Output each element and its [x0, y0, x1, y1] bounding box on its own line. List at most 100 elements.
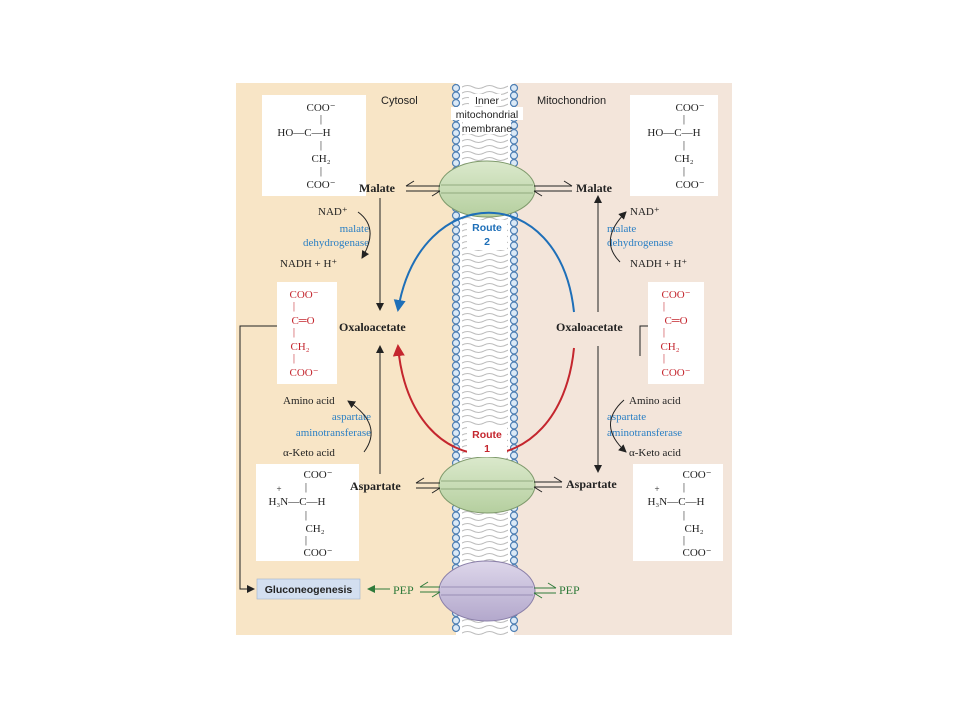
phospholipid-head [451, 301, 461, 310]
phospholipid-head [451, 353, 461, 363]
route-2-arc [393, 211, 575, 313]
phospholipid-head [451, 308, 461, 318]
phospholipid-head [451, 436, 461, 445]
amino-acid-label-mitochondrion: Amino acid [629, 395, 681, 407]
malate-dehydrogenase-label-mitochondrion-line2: dehydrogenase [607, 237, 673, 249]
phospholipid-head [451, 136, 461, 145]
phospholipid-head [509, 391, 519, 400]
svg-text:|: | [683, 534, 685, 546]
phospholipid-head [509, 293, 519, 303]
svg-text:H₃N—C—H: H₃N—C—H [647, 496, 704, 508]
cytosol-label: Cytosol [381, 95, 418, 107]
phospholipid-head [509, 526, 519, 535]
phospholipid-head [451, 541, 461, 550]
aspartate-label-mitochondrion: Aspartate [566, 477, 617, 491]
phospholipid-head [451, 511, 461, 520]
keto-acid-label-mitochondrion: α-Keto acid [629, 447, 681, 459]
phospholipid-head [451, 248, 461, 258]
amino-acid-curve-arrow-cytosol [347, 400, 372, 453]
malate-transporter [438, 160, 536, 218]
phospholipid-head [451, 278, 461, 288]
svg-text:CH₂: CH₂ [684, 523, 703, 535]
amino-acid-curve-arrow-mitochondrion [610, 399, 627, 453]
svg-text:COO⁻: COO⁻ [682, 469, 711, 481]
svg-text:+: + [654, 484, 659, 494]
aspartate-exchange-arrows [415, 476, 563, 494]
phospholipid-head [451, 98, 461, 108]
phospholipid-head [509, 218, 519, 228]
phospholipid-head [451, 316, 461, 325]
phospholipid-head [509, 83, 519, 93]
svg-text:|: | [320, 165, 322, 177]
phospholipid-head [509, 286, 519, 295]
svg-text:|: | [663, 300, 665, 312]
nad-label-cytosol: NAD⁺ [318, 206, 348, 218]
svg-text:|: | [293, 352, 295, 364]
phospholipid-head [451, 128, 461, 138]
phospholipid-head [451, 526, 461, 535]
svg-text:|: | [305, 534, 307, 546]
phospholipid-head [451, 151, 461, 160]
nad-curve-arrow-cytosol [357, 211, 371, 259]
svg-text:COO⁻: COO⁻ [682, 547, 711, 559]
phospholipid-head [451, 226, 461, 235]
phospholipid-head [451, 451, 461, 460]
oxaloacetate-to-gluconeogenesis-arrow [239, 325, 277, 593]
phospholipid-head [509, 398, 519, 408]
malate-dehydrogenase-label-cytosol-line1: malate [340, 223, 369, 235]
svg-text:COO⁻: COO⁻ [289, 367, 318, 379]
pep-exchange-arrows [419, 581, 557, 599]
phospholipid-head [451, 233, 461, 243]
phospholipid-head [509, 616, 519, 625]
phospholipid-head [509, 323, 519, 333]
oxaloacetate-structure-mitochondrion: COO⁻ | C═O | CH₂ | COO⁻ [648, 282, 704, 384]
svg-text:|: | [293, 300, 295, 312]
svg-text:|: | [683, 165, 685, 177]
phospholipid-head [451, 263, 461, 273]
phospholipid-head [451, 256, 461, 265]
phospholipid-head [509, 436, 519, 445]
svg-text:CH₂: CH₂ [660, 341, 679, 353]
route-1-label: Route 1 [467, 427, 507, 457]
membrane-label-line3: membrane [462, 123, 512, 135]
aspartate-aminotransferase-label-mitochondrion-line2: aminotransferase [607, 427, 682, 439]
membrane-label: Inner mitochondrial membrane [451, 94, 523, 135]
svg-text:HO—C—H: HO—C—H [277, 127, 330, 139]
phospholipid-head [451, 406, 461, 415]
aspartate-aminotransferase-label-cytosol-line2: aminotransferase [296, 427, 371, 439]
phospholipid-head [509, 98, 519, 108]
svg-text:COO⁻: COO⁻ [303, 547, 332, 559]
phospholipid-head [509, 143, 519, 153]
svg-text:COO⁻: COO⁻ [306, 179, 335, 191]
phospholipid-head [451, 518, 461, 528]
svg-text:+: + [276, 484, 281, 494]
oxaloacetate-label-mitochondrion: Oxaloacetate [556, 320, 623, 334]
svg-text:|: | [305, 481, 307, 493]
phospholipid-head [451, 293, 461, 303]
phospholipid-head [509, 346, 519, 355]
phospholipid-head [509, 518, 519, 528]
phospholipid-head [451, 286, 461, 295]
svg-text:|: | [305, 509, 307, 521]
phospholipid-head [509, 226, 519, 235]
svg-text:H₃N—C—H: H₃N—C—H [268, 496, 325, 508]
route-2-label-line2: 2 [484, 236, 490, 248]
svg-text:CH₂: CH₂ [674, 153, 693, 165]
phospholipid-head [451, 346, 461, 355]
phospholipid-head [509, 256, 519, 265]
pep-label-mitochondrion: PEP [559, 583, 580, 597]
svg-text:|: | [320, 113, 322, 125]
nadh-label-cytosol: NADH + H⁺ [280, 258, 337, 270]
gluconeogenesis-label: Gluconeogenesis [265, 584, 353, 596]
phospholipid-head [509, 533, 519, 543]
membrane-label-line2: mitochondrial [456, 109, 518, 121]
phospholipid-head [509, 301, 519, 310]
gluconeogenesis-box: Gluconeogenesis [256, 578, 361, 600]
route-2-label: Route 2 [467, 220, 507, 250]
route-2-label-line1: Route [472, 222, 502, 234]
phospholipid-head [509, 511, 519, 520]
svg-text:COO⁻: COO⁻ [306, 102, 335, 114]
phospholipid-head [509, 331, 519, 340]
malate-structure-mitochondrion: COO⁻ | HO—C—H | CH₂ | COO⁻ [630, 95, 718, 196]
